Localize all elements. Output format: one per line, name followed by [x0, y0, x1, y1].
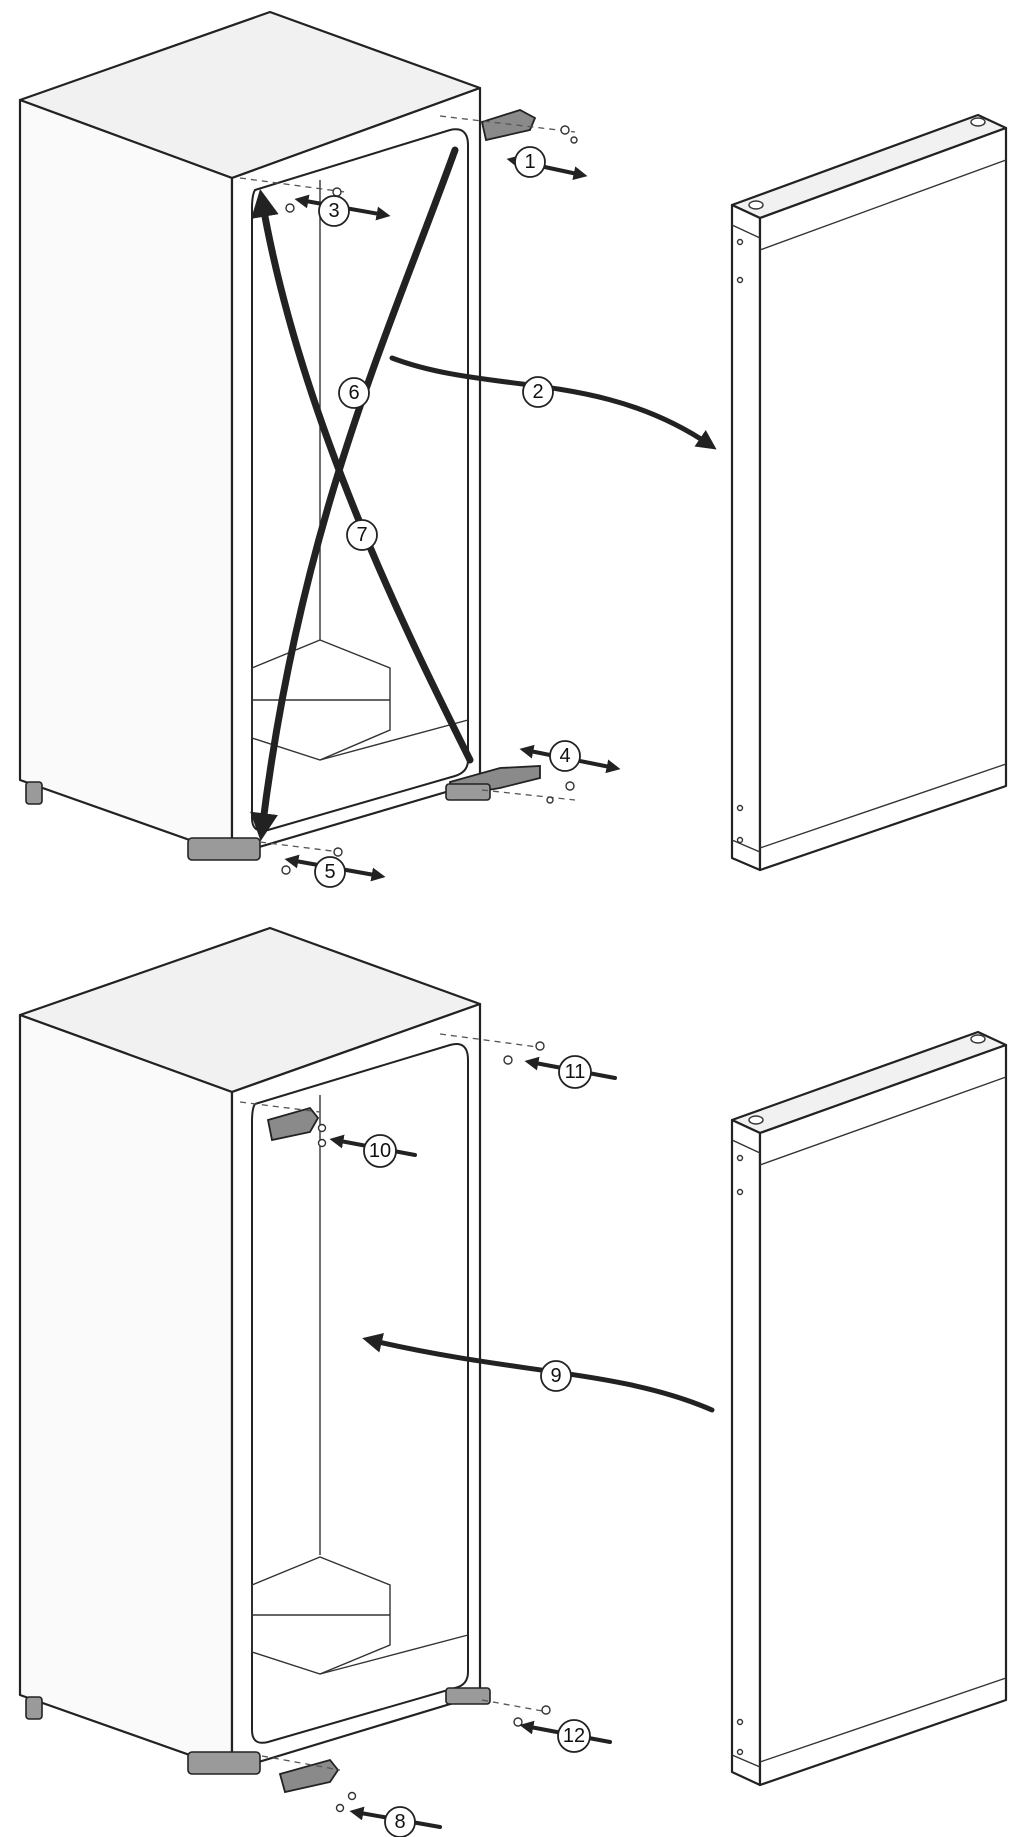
svg-text:1: 1 — [524, 151, 535, 173]
door-side-edge — [730, 203, 762, 872]
svg-text:8: 8 — [394, 1811, 405, 1833]
step-marker-11: 11 — [558, 1055, 592, 1089]
arrow-step-7 — [251, 188, 474, 764]
step-marker-1: 1 — [514, 146, 546, 178]
step-marker-12: 12 — [557, 1719, 591, 1753]
arrow-step-6 — [250, 146, 459, 842]
step-marker-2: 2 — [522, 376, 554, 408]
step-marker-9: 9 — [540, 1360, 572, 1392]
cabinet-top-figure — [18, 10, 717, 882]
svg-text:12: 12 — [563, 1725, 585, 1747]
step-marker-4: 4 — [549, 740, 581, 772]
cabinet-opening — [251, 128, 469, 832]
step-marker-6: 6 — [338, 377, 370, 409]
step-marker-10: 10 — [363, 1134, 397, 1168]
cabinet-opening-2 — [251, 1043, 469, 1744]
bottom-compartment — [251, 639, 391, 761]
svg-text:11: 11 — [565, 1061, 586, 1083]
step-marker-3: 3 — [318, 195, 350, 227]
door-bottom-figure — [730, 1030, 1008, 1787]
cabinet-bottom-figure — [18, 926, 715, 1829]
leveling-foot-left — [25, 781, 43, 805]
step-marker-7: 7 — [346, 519, 378, 551]
cabinet-side-face — [18, 98, 234, 857]
bottom-compartment-2 — [251, 1556, 391, 1675]
svg-text:3: 3 — [328, 200, 339, 222]
svg-text:2: 2 — [532, 381, 543, 403]
top-hinge — [480, 109, 537, 142]
cabinet-side-face-2 — [18, 1013, 234, 1772]
svg-text:10: 10 — [369, 1140, 391, 1162]
step-marker-5: 5 — [314, 856, 346, 888]
svg-text:7: 7 — [356, 524, 367, 546]
step-marker-8: 8 — [384, 1806, 416, 1837]
svg-text:5: 5 — [324, 861, 335, 883]
bottom-hinge-relocated — [278, 1758, 340, 1794]
svg-text:9: 9 — [550, 1365, 561, 1387]
bottom-hinge-left-foot — [187, 837, 261, 861]
door-top-figure — [730, 113, 1008, 872]
svg-text:6: 6 — [348, 382, 359, 404]
svg-text:4: 4 — [559, 745, 570, 767]
door-panel — [758, 126, 1008, 872]
door-panel-2 — [758, 1043, 1008, 1787]
top-hinge-relocated — [266, 1106, 320, 1142]
